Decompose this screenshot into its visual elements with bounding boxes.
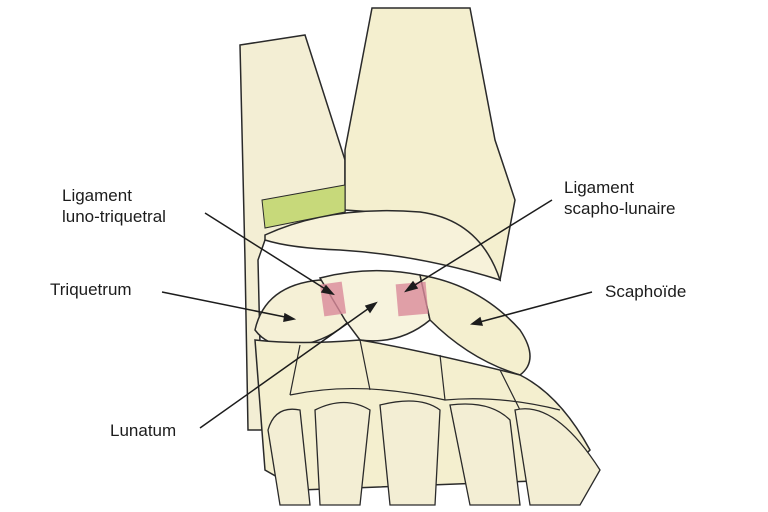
scapho-lunate-ligament	[395, 281, 429, 317]
label-sl-ligament-line2: scapho-lunaire	[564, 199, 676, 218]
radius-articular-surface	[264, 209, 502, 282]
label-lt-ligament-line1: Ligament	[62, 186, 132, 205]
label-triquetrum: Triquetrum	[50, 280, 132, 299]
ulna-bone	[239, 34, 346, 431]
label-scaphoid: Scaphoïde	[605, 282, 687, 301]
label-lt-ligament: Ligament luno-triquetral	[62, 185, 166, 227]
label-lunatum: Lunatum	[110, 421, 177, 440]
label-lt-ligament-line2: luno-triquetral	[62, 207, 166, 226]
metacarpal-bases	[267, 400, 601, 506]
pointer-lines	[161, 199, 593, 429]
luno-triquetral-ligament	[319, 281, 347, 317]
tfcc-cartilage	[261, 184, 346, 229]
label-sl-ligament: Ligament scapho-lunaire	[564, 177, 676, 219]
label-sl-ligament-line1: Ligament	[564, 178, 634, 197]
carpal-outlines	[289, 339, 561, 411]
